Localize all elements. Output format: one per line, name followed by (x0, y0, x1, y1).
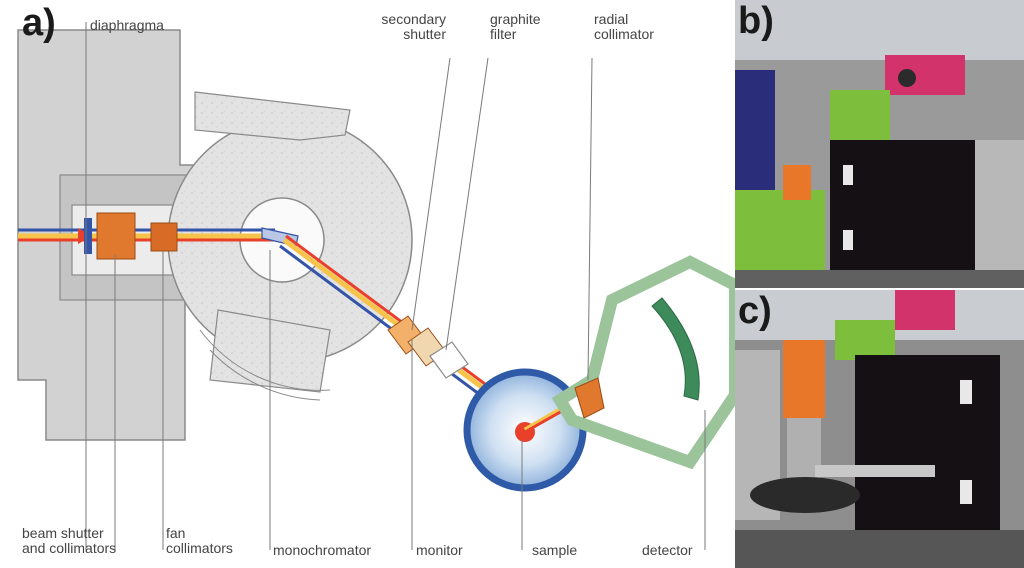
label-sample: sample (532, 542, 578, 558)
panel-label-b: b) (738, 0, 774, 42)
label-graphite-filter-line1: graphite (490, 11, 541, 27)
drum-top-block (194, 91, 351, 141)
label-radial-collimator: radial collimator (594, 12, 654, 42)
detector-bank (651, 297, 700, 401)
label-fan-collimators-line2: collimators (166, 540, 233, 556)
label-radial-collimator-line2: collimator (594, 26, 654, 42)
photo-c-illustration (735, 290, 1024, 568)
label-secondary-shutter-line1: secondary (381, 11, 446, 27)
label-diaphragma: diaphragma (90, 17, 164, 33)
label-beam-shutter-line1: beam shutter (22, 525, 104, 541)
label-graphite-filter-line2: filter (490, 26, 517, 42)
photo-b-illustration (735, 0, 1024, 288)
schematic-diagram (17, 22, 735, 550)
radial-collimator (574, 377, 605, 419)
label-graphite-filter: graphite filter (490, 12, 541, 42)
label-secondary-shutter-line2: shutter (403, 26, 446, 42)
panel-label-c: c) (738, 290, 772, 332)
label-beam-shutter: beam shutter and collimators (22, 526, 116, 556)
label-radial-collimator-line1: radial (594, 11, 629, 27)
photo-c (735, 290, 1024, 568)
label-detector: detector (642, 542, 693, 558)
label-monochromator: monochromator (273, 542, 372, 558)
detector-housing (551, 255, 735, 470)
drum-arc-lines (199, 329, 331, 401)
photo-b (735, 0, 1024, 288)
label-beam-shutter-line2: and collimators (22, 540, 117, 556)
beam-shutter-block-small (84, 218, 92, 254)
label-fan-collimators-line1: fan (166, 525, 186, 541)
graphite-filter (429, 341, 469, 379)
label-fan-collimators: fan collimators (166, 526, 233, 556)
beam-shutter-block (96, 212, 136, 260)
panel-label-a: a) (22, 2, 56, 44)
label-secondary-shutter: secondary shutter (378, 12, 446, 42)
fan-collimator-block (150, 222, 178, 252)
label-monitor: monitor (416, 542, 463, 558)
leader-lines (85, 22, 706, 550)
